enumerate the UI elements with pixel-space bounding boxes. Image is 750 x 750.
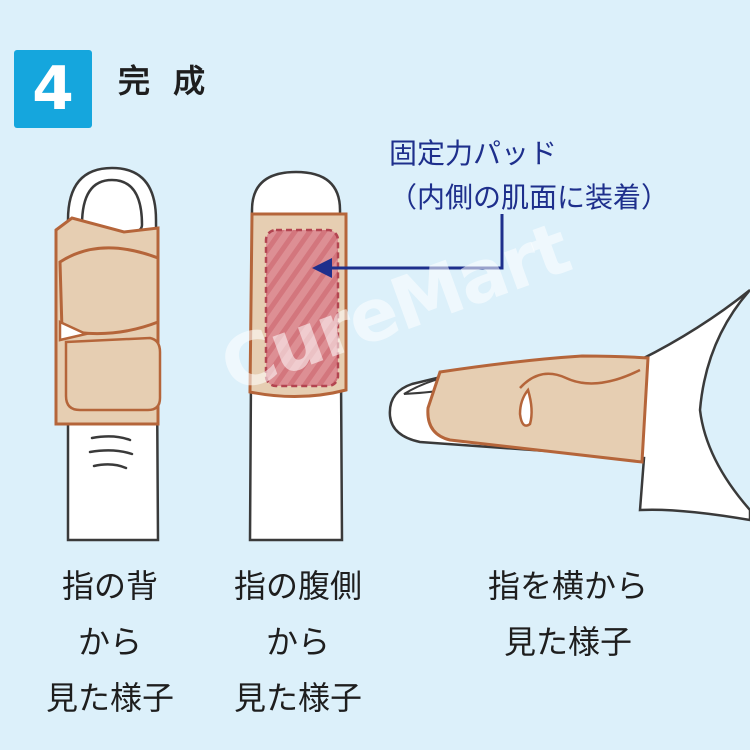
caption-line: 見た様子 <box>45 679 174 717</box>
caption-line: 指の背 <box>61 567 158 605</box>
callout-line-1: 固定力パッド <box>389 137 558 170</box>
caption-line: 見た様子 <box>503 623 632 661</box>
step-number-badge: 4 <box>14 50 92 128</box>
caption-back-view: 指の背 から 見た様子 <box>44 558 176 726</box>
finger-side-illustration <box>388 289 750 522</box>
callout-line-2: （内側の肌面に装着） <box>389 181 670 214</box>
caption-side-view: 指を横から 見た様子 <box>462 558 674 670</box>
finger-palm-illustration <box>248 170 348 542</box>
arrow-left-icon <box>312 214 504 278</box>
caption-line: 見た様子 <box>233 679 362 717</box>
finger-back-illustration <box>54 166 162 542</box>
caption-palm-view: 指の腹側 から 見た様子 <box>212 558 384 726</box>
caption-line: 指を横から <box>487 567 648 605</box>
caption-line: から <box>77 623 142 661</box>
caption-line: から <box>265 623 330 661</box>
step-title: 完 成 <box>118 62 212 100</box>
caption-line: 指の腹側 <box>233 567 362 605</box>
pad-callout: 固定力パッド （内側の肌面に装着） <box>389 132 669 220</box>
